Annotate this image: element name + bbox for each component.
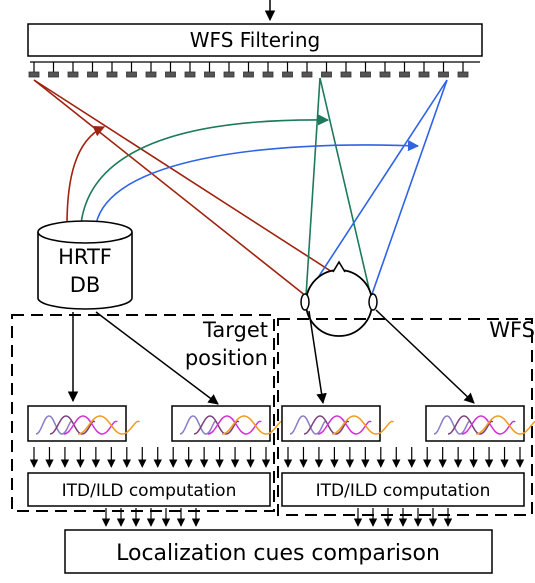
speaker bbox=[106, 71, 118, 78]
speaker bbox=[126, 71, 137, 78]
speaker bbox=[87, 71, 98, 78]
filterbank-waves bbox=[289, 415, 395, 435]
wfs-filtering-block: WFS Filtering bbox=[27, 23, 483, 57]
speaker bbox=[184, 71, 196, 78]
wfs-label: WFS bbox=[489, 318, 535, 342]
speaker bbox=[243, 71, 254, 78]
wave-curve bbox=[77, 415, 141, 435]
hrtf-to-left-filterbank-2 bbox=[95, 311, 219, 405]
wave-curve bbox=[289, 415, 328, 435]
comparison-label: Localization cues comparison bbox=[116, 541, 440, 566]
hrtf-label-line2: DB bbox=[70, 273, 101, 297]
hrtf-cylinder-top bbox=[37, 220, 133, 244]
speaker bbox=[438, 71, 449, 78]
green-paths bbox=[80, 77, 372, 298]
itd-ild-box-left: ITD/ILD computation bbox=[27, 472, 271, 507]
hrtf-cylinder-body bbox=[37, 232, 133, 310]
green-ray-left-ear bbox=[305, 77, 321, 297]
speaker bbox=[282, 71, 293, 78]
wave-curve bbox=[179, 415, 218, 435]
comparison-box bbox=[64, 529, 493, 574]
wave-curve bbox=[63, 415, 118, 435]
speaker bbox=[145, 71, 157, 78]
head-nose bbox=[332, 260, 346, 273]
wave-curve bbox=[221, 415, 285, 435]
left-ear bbox=[300, 293, 310, 311]
speaker bbox=[301, 71, 313, 78]
left-ear-to-filterbank bbox=[308, 310, 327, 405]
wave-curve bbox=[433, 415, 472, 435]
red-paths bbox=[33, 79, 372, 298]
filterbank-wfs-left bbox=[281, 405, 395, 442]
speaker bbox=[165, 71, 176, 78]
itd-ild-box-rect bbox=[27, 472, 271, 507]
head-circle bbox=[305, 269, 373, 337]
filterbank-waves bbox=[35, 415, 141, 435]
wave-curve bbox=[475, 415, 535, 435]
filterbank-target-right bbox=[171, 405, 285, 442]
wfs-filtering-box bbox=[27, 23, 483, 57]
right-ear bbox=[368, 293, 378, 311]
comparison-block: Localization cues comparison bbox=[64, 529, 493, 574]
speaker bbox=[48, 71, 59, 78]
red-hrtf-arrow bbox=[66, 126, 106, 226]
wave-curve bbox=[317, 415, 372, 435]
wave-curve bbox=[207, 415, 262, 435]
blue-ray-left-ear bbox=[305, 79, 448, 297]
right-ear-to-filterbank bbox=[375, 309, 475, 404]
filterbank-waves bbox=[179, 415, 285, 435]
blue-ray-right-ear bbox=[370, 79, 448, 298]
hrtf-label-line1: HRTF bbox=[58, 245, 112, 269]
speaker bbox=[67, 71, 79, 78]
speaker bbox=[204, 71, 215, 78]
red-ray-left-ear bbox=[33, 79, 307, 297]
green-hrtf-arrow bbox=[80, 114, 330, 225]
blue-hrtf-arrow bbox=[95, 140, 420, 225]
itd-ild-label-right: ITD/ILD computation bbox=[316, 481, 491, 501]
cue-arrows bbox=[101, 508, 453, 527]
red-ray-right-ear bbox=[33, 79, 372, 298]
speaker bbox=[457, 71, 469, 78]
speaker bbox=[262, 71, 274, 78]
hrtf-database: HRTF DB bbox=[37, 220, 133, 310]
itd-ild-box-rect bbox=[281, 472, 525, 507]
wave-curve bbox=[35, 415, 74, 435]
target-label-line1: Target bbox=[202, 318, 268, 342]
wfs-region bbox=[277, 318, 533, 516]
filterbank-waves bbox=[433, 415, 535, 435]
filterbank-target-left bbox=[27, 405, 141, 442]
filterbank-wfs-right bbox=[425, 405, 535, 442]
blue-paths bbox=[95, 79, 448, 298]
speaker bbox=[399, 71, 410, 78]
itd-ild-label-left: ITD/ILD computation bbox=[62, 481, 237, 501]
itd-ild-box-right: ITD/ILD computation bbox=[281, 472, 525, 507]
speaker bbox=[28, 71, 40, 78]
speaker bbox=[379, 71, 391, 78]
loudspeaker-array bbox=[28, 61, 480, 78]
target-region bbox=[11, 314, 275, 512]
speaker bbox=[340, 71, 352, 78]
wfs-filtering-label: WFS Filtering bbox=[190, 28, 320, 52]
wave-curve bbox=[331, 415, 395, 435]
speaker bbox=[360, 71, 371, 78]
target-label-line2: position bbox=[185, 346, 268, 370]
channel-arrows bbox=[29, 447, 525, 468]
wave-curve bbox=[461, 415, 516, 435]
speaker bbox=[223, 71, 235, 78]
speaker bbox=[418, 71, 430, 78]
speaker bbox=[321, 71, 332, 78]
